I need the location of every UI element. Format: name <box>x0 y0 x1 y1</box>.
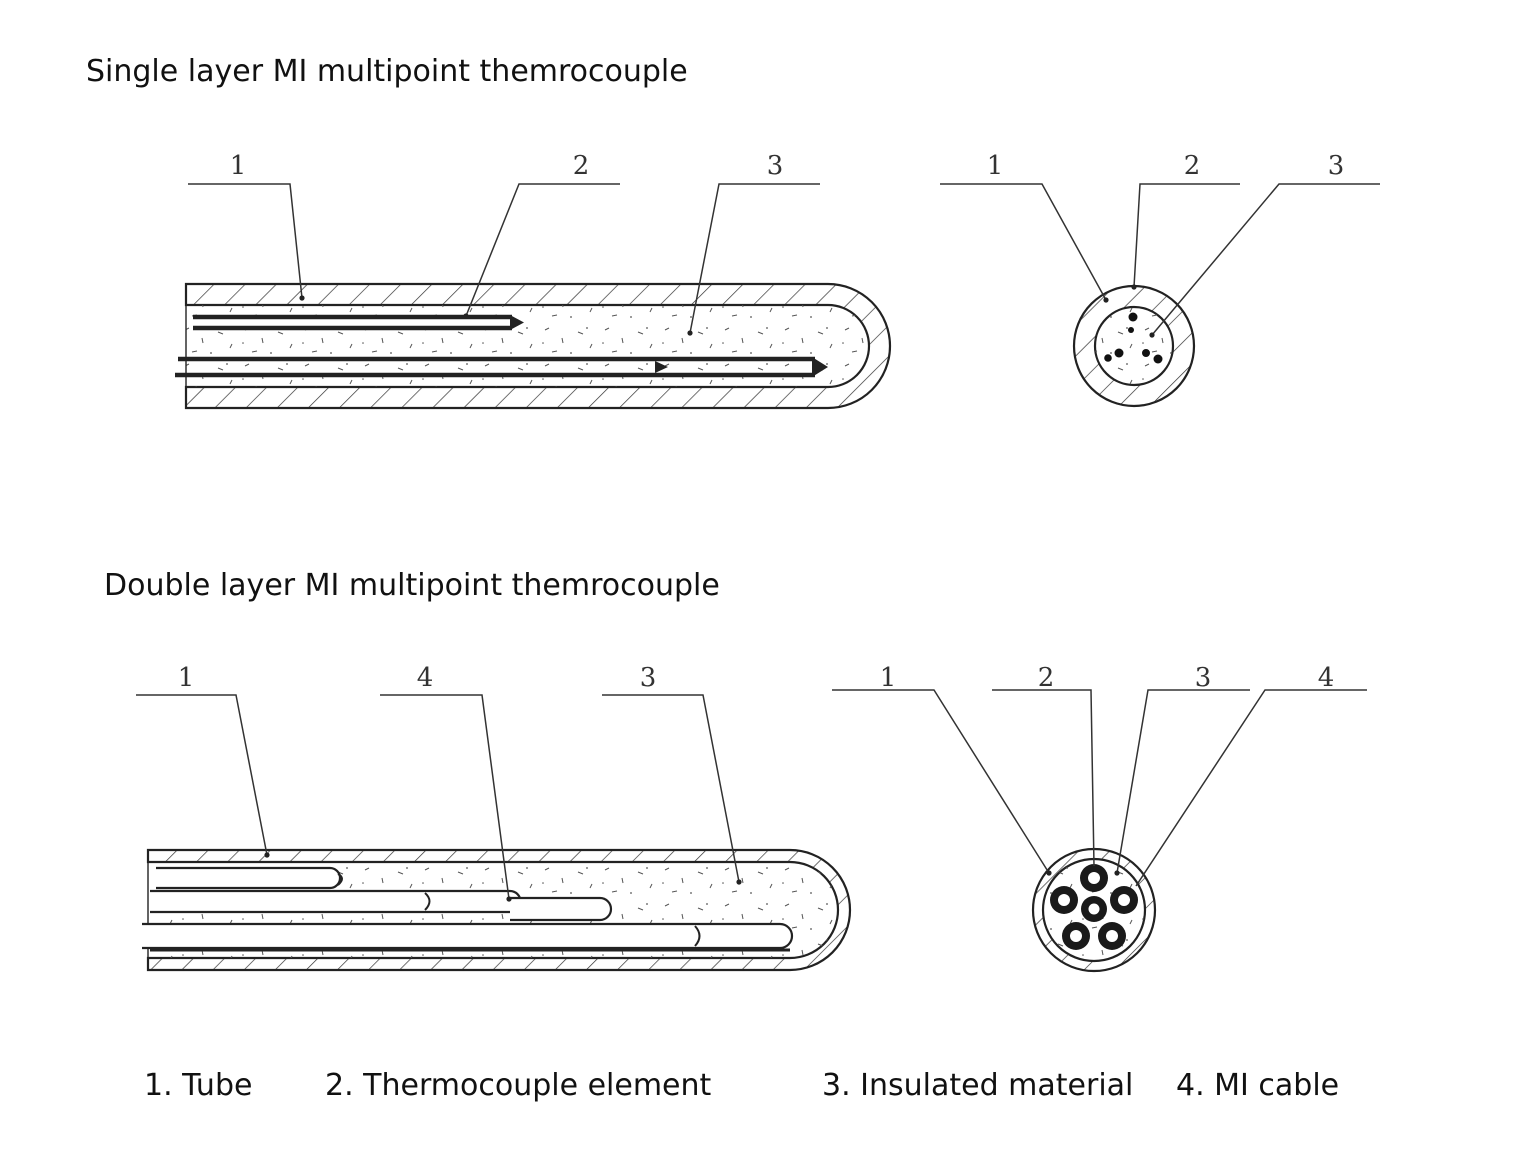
callout-number: 4 <box>1318 663 1335 693</box>
legend-item-tube: 1. Tube <box>144 1068 253 1103</box>
callout-number: 3 <box>1328 151 1345 181</box>
callout-number: 1 <box>880 663 897 693</box>
callout-number: 2 <box>1184 151 1201 181</box>
callout-number: 2 <box>573 151 590 181</box>
double-layer-long-section: 1 4 3 <box>136 663 852 972</box>
callout-number: 3 <box>640 663 657 693</box>
callout-number: 1 <box>987 151 1004 181</box>
callout-number: 4 <box>417 663 434 693</box>
callout-number: 3 <box>1195 663 1212 693</box>
callout-number: 1 <box>178 663 195 693</box>
callout-number: 3 <box>767 151 784 181</box>
mi-cable <box>1050 864 1138 950</box>
double-layer-title: Double layer MI multipoint themrocouple <box>104 568 720 603</box>
callout-number: 2 <box>1038 663 1055 693</box>
callout-number: 1 <box>230 151 247 181</box>
thermocouple-element <box>175 314 815 378</box>
single-layer-title: Single layer MI multipoint themrocouple <box>86 54 688 89</box>
legend-item-thermocouple-element: 2. Thermocouple element <box>325 1068 712 1103</box>
callout-leaders <box>188 183 820 334</box>
legend-item-insulated-material: 3. Insulated material <box>822 1068 1134 1103</box>
single-layer-cross-section: 1 2 3 <box>940 151 1380 408</box>
callout-leaders <box>832 689 1367 887</box>
single-layer-long-section: 1 2 3 <box>175 151 892 410</box>
callout-leaders <box>940 183 1380 336</box>
legend-item-mi-cable: 4. MI cable <box>1176 1068 1340 1103</box>
double-layer-cross-section: 1 2 3 4 <box>832 663 1367 973</box>
callout-leaders <box>136 694 740 900</box>
